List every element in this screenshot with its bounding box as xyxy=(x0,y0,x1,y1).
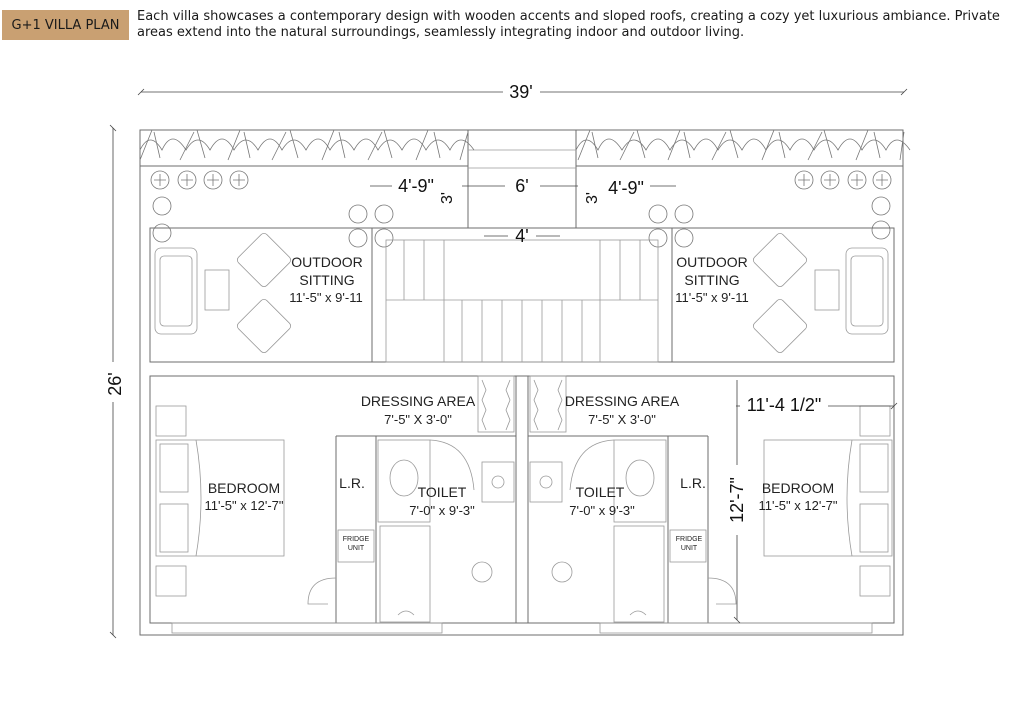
toilet-right-label: TOILET xyxy=(576,484,625,500)
stair-width-label: 6' xyxy=(515,176,528,196)
wardrobes xyxy=(477,375,567,433)
overall-width-dimension: 39' xyxy=(137,82,908,102)
fridge-right xyxy=(669,529,707,563)
toilet-right-fixtures xyxy=(529,439,667,623)
toilet-left-label: TOILET xyxy=(418,484,467,500)
plan-description: Each villa showcases a contemporary desi… xyxy=(137,9,1000,40)
planter-left xyxy=(139,129,475,161)
fridge-left xyxy=(337,529,375,563)
left-gap-label: 3' xyxy=(439,192,456,204)
outdoor-left-label-2: SITTING xyxy=(299,272,354,288)
outdoor-left-size: 11'-5" x 9'-11 xyxy=(289,290,362,305)
lr-right-label: L.R. xyxy=(680,475,706,491)
right-terrace-width: 4'-9" xyxy=(608,178,644,198)
outdoor-right-label-2: SITTING xyxy=(684,272,739,288)
terrace-dimensions: 4'-9" 6' 4'-9" 3' 3' xyxy=(370,176,676,204)
dressing-right-size: 7'-5" X 3'-0" xyxy=(588,412,656,427)
outdoor-right-label-1: OUTDOOR xyxy=(676,254,748,270)
lr-left-label: L.R. xyxy=(339,475,365,491)
fridge-right-label-1: FRIDGE xyxy=(676,536,703,543)
fridge-right-label-2: UNIT xyxy=(681,545,698,552)
bedroom-right-label: BEDROOM xyxy=(762,480,834,496)
plan-title-badge: G+1 VILLA PLAN xyxy=(2,10,129,40)
staircase: 4' xyxy=(371,226,673,363)
potted-plants xyxy=(150,170,892,248)
outdoor-area-right: OUTDOOR SITTING 11'-5" x 9'-11 xyxy=(671,227,895,363)
overall-width-label: 39' xyxy=(509,82,532,102)
right-gap-label: 3' xyxy=(584,192,601,204)
overall-depth-label: 26' xyxy=(105,372,125,395)
fridge-left-label-2: UNIT xyxy=(348,545,365,552)
stair-run-label: 4' xyxy=(515,226,528,246)
bedroom-left-label: BEDROOM xyxy=(208,480,280,496)
dressing-right-label: DRESSING AREA xyxy=(565,393,680,409)
planter-right xyxy=(575,129,911,161)
left-terrace-width: 4'-9" xyxy=(398,176,434,196)
outdoor-left-label-1: OUTDOOR xyxy=(291,254,363,270)
toilet-left-size: 7'-0" x 9'-3" xyxy=(409,503,475,518)
bedroom-right-furniture xyxy=(707,405,893,605)
bedroom-width-label: 11'-4 1/2" xyxy=(747,395,822,415)
bedroom-dimensions: 11'-4 1/2" 12'-7" xyxy=(727,380,898,624)
outer-walls xyxy=(139,129,904,636)
outdoor-area-left: OUTDOOR SITTING 11'-5" x 9'-11 xyxy=(149,227,373,363)
overall-depth-dimension: 26' xyxy=(105,124,125,639)
bedroom-depth-label: 12'-7" xyxy=(727,477,747,523)
toilet-left-fixtures xyxy=(377,439,515,623)
bedroom-left-furniture xyxy=(155,405,337,605)
bedroom-right-size: 11'-5" x 12'-7" xyxy=(759,498,838,513)
dressing-left-size: 7'-5" X 3'-0" xyxy=(384,412,452,427)
fridge-left-label-1: FRIDGE xyxy=(343,536,370,543)
bedroom-left-size: 11'-5" x 12'-7" xyxy=(205,498,284,513)
interior-walls xyxy=(149,375,895,634)
dressing-left-label: DRESSING AREA xyxy=(361,393,476,409)
outdoor-right-size: 11'-5" x 9'-11 xyxy=(675,290,748,305)
toilet-right-size: 7'-0" x 9'-3" xyxy=(569,503,635,518)
